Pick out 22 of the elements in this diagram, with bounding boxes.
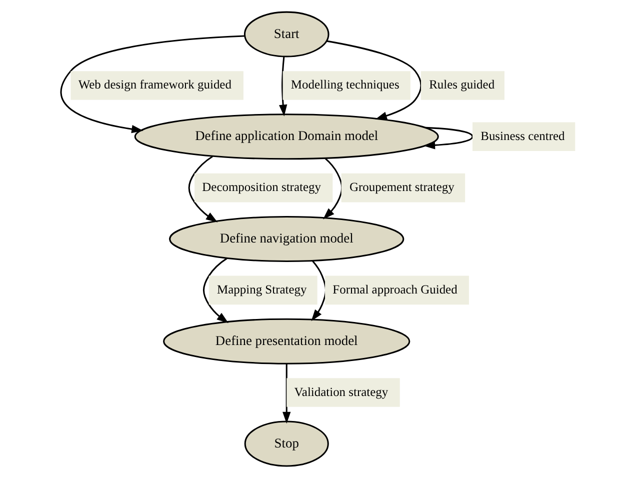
node-ellipse: Define application Domain model	[134, 114, 439, 160]
node-ellipse: Start	[244, 11, 330, 58]
arrow	[282, 364, 291, 424]
edge-label: Mapping Strategy	[217, 282, 307, 296]
edge-label: Rules guided	[429, 78, 495, 92]
node-ellipse: Define navigation model	[169, 216, 404, 262]
edge-label: Formal approach Guided	[332, 282, 458, 296]
edge-label: Web design framework guided	[78, 78, 232, 92]
arrow	[323, 158, 343, 220]
node-ellipse: Define presentation model	[163, 318, 410, 364]
arrow	[423, 126, 474, 150]
node-ellipse: Stop	[244, 420, 329, 467]
edge-label: Modelling techniques	[290, 78, 400, 92]
arrow	[326, 40, 422, 120]
arrow	[202, 258, 228, 324]
edge-label: Decomposition strategy	[202, 180, 321, 194]
arrow	[188, 156, 218, 222]
arrow	[311, 260, 327, 322]
edge-label: Business centred	[480, 128, 565, 143]
edge-label: Validation strategy	[294, 384, 388, 399]
arrow	[279, 56, 288, 116]
edge-label: Groupement strategy	[349, 180, 454, 194]
